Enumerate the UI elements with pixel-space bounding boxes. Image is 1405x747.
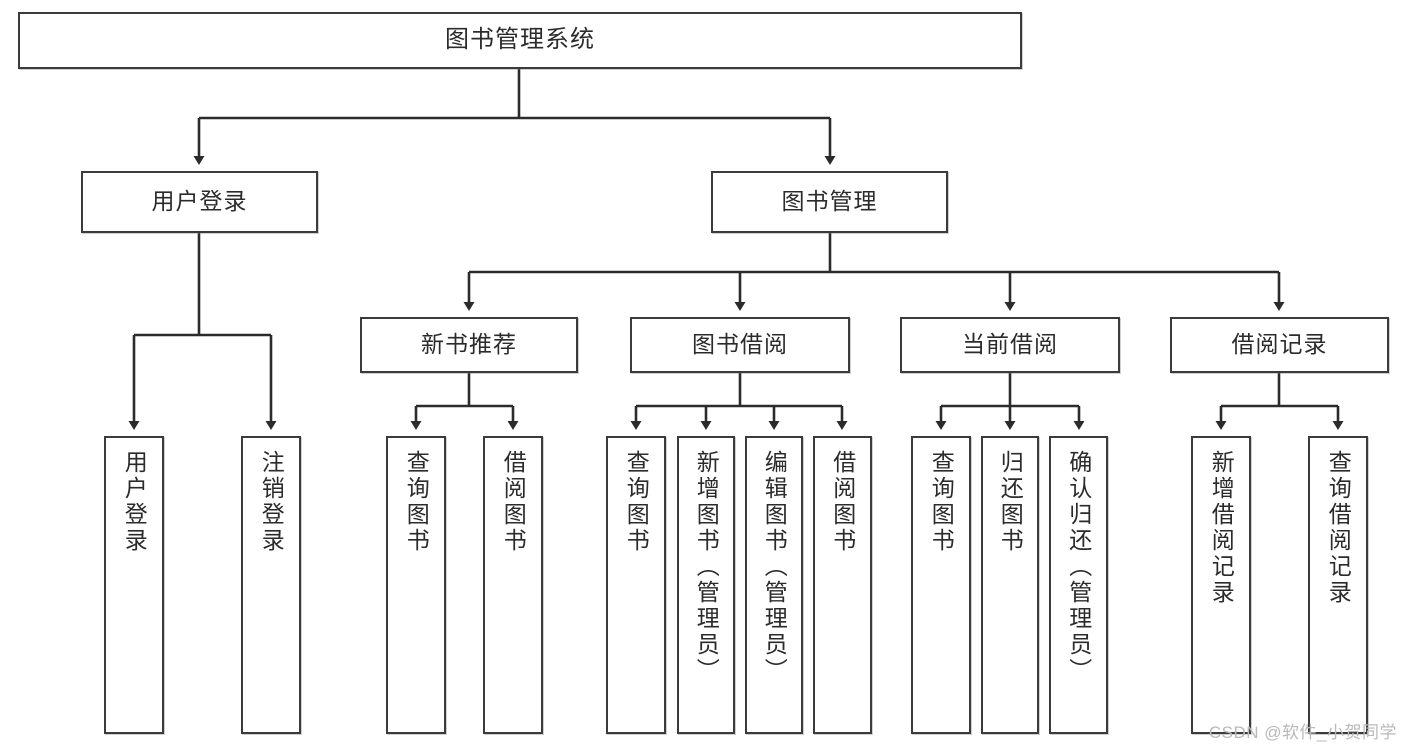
leaf-label: 查询图书 bbox=[403, 450, 430, 554]
leaf-label: 查询借阅记录 bbox=[1325, 450, 1352, 606]
node-book-borrow[interactable]: 图书借阅 bbox=[630, 317, 850, 373]
node-book-management-system[interactable]: 图书管理系统 bbox=[18, 12, 1022, 69]
node-label: 新书推荐 bbox=[421, 331, 517, 358]
node-new-book-recommend[interactable]: 新书推荐 bbox=[360, 317, 578, 373]
node-label: 借阅记录 bbox=[1231, 331, 1328, 358]
leaf-query-book-recommend[interactable]: 查询图书 bbox=[386, 436, 446, 734]
leaf-label: 归还图书 bbox=[997, 450, 1024, 554]
leaf-query-book-borrow[interactable]: 查询图书 bbox=[606, 436, 666, 734]
leaf-label: 查询图书 bbox=[623, 450, 650, 554]
node-label: 图书管理系统 bbox=[445, 26, 595, 54]
leaf-label: 注销登录 bbox=[258, 450, 285, 554]
leaf-query-book-current[interactable]: 查询图书 bbox=[911, 436, 971, 734]
leaf-label: 确认归还（管理员） bbox=[1065, 450, 1092, 684]
leaf-query-borrow-record[interactable]: 查询借阅记录 bbox=[1308, 436, 1368, 734]
leaf-label: 新增借阅记录 bbox=[1208, 450, 1235, 606]
node-label: 图书借阅 bbox=[692, 331, 788, 358]
node-user-login[interactable]: 用户登录 bbox=[81, 171, 318, 233]
node-current-borrow[interactable]: 当前借阅 bbox=[900, 317, 1120, 373]
leaf-label: 新增图书（管理员） bbox=[693, 450, 720, 684]
leaf-logout-login[interactable]: 注销登录 bbox=[241, 436, 301, 734]
leaf-label: 编辑图书（管理员） bbox=[761, 450, 788, 684]
leaf-label: 借阅图书 bbox=[500, 450, 527, 554]
leaf-label: 用户登录 bbox=[121, 450, 148, 554]
leaf-add-borrow-record[interactable]: 新增借阅记录 bbox=[1191, 436, 1251, 734]
leaf-borrow-book[interactable]: 借阅图书 bbox=[813, 436, 872, 734]
leaf-label: 借阅图书 bbox=[829, 450, 856, 554]
leaf-label: 查询图书 bbox=[928, 450, 955, 554]
node-borrow-record[interactable]: 借阅记录 bbox=[1170, 317, 1389, 373]
node-label: 用户登录 bbox=[151, 188, 248, 215]
node-label: 图书管理 bbox=[781, 188, 878, 215]
leaf-user-login[interactable]: 用户登录 bbox=[104, 436, 164, 734]
leaf-add-book-admin[interactable]: 新增图书（管理员） bbox=[677, 436, 735, 734]
leaf-confirm-return-admin[interactable]: 确认归还（管理员） bbox=[1049, 436, 1108, 734]
leaf-edit-book-admin[interactable]: 编辑图书（管理员） bbox=[745, 436, 803, 734]
leaf-return-book[interactable]: 归还图书 bbox=[981, 436, 1039, 734]
leaf-borrow-book-recommend[interactable]: 借阅图书 bbox=[483, 436, 543, 734]
node-book-management[interactable]: 图书管理 bbox=[711, 171, 948, 233]
node-label: 当前借阅 bbox=[962, 331, 1058, 358]
watermark-text: CSDN @软件_小贺同学 bbox=[1208, 723, 1397, 742]
